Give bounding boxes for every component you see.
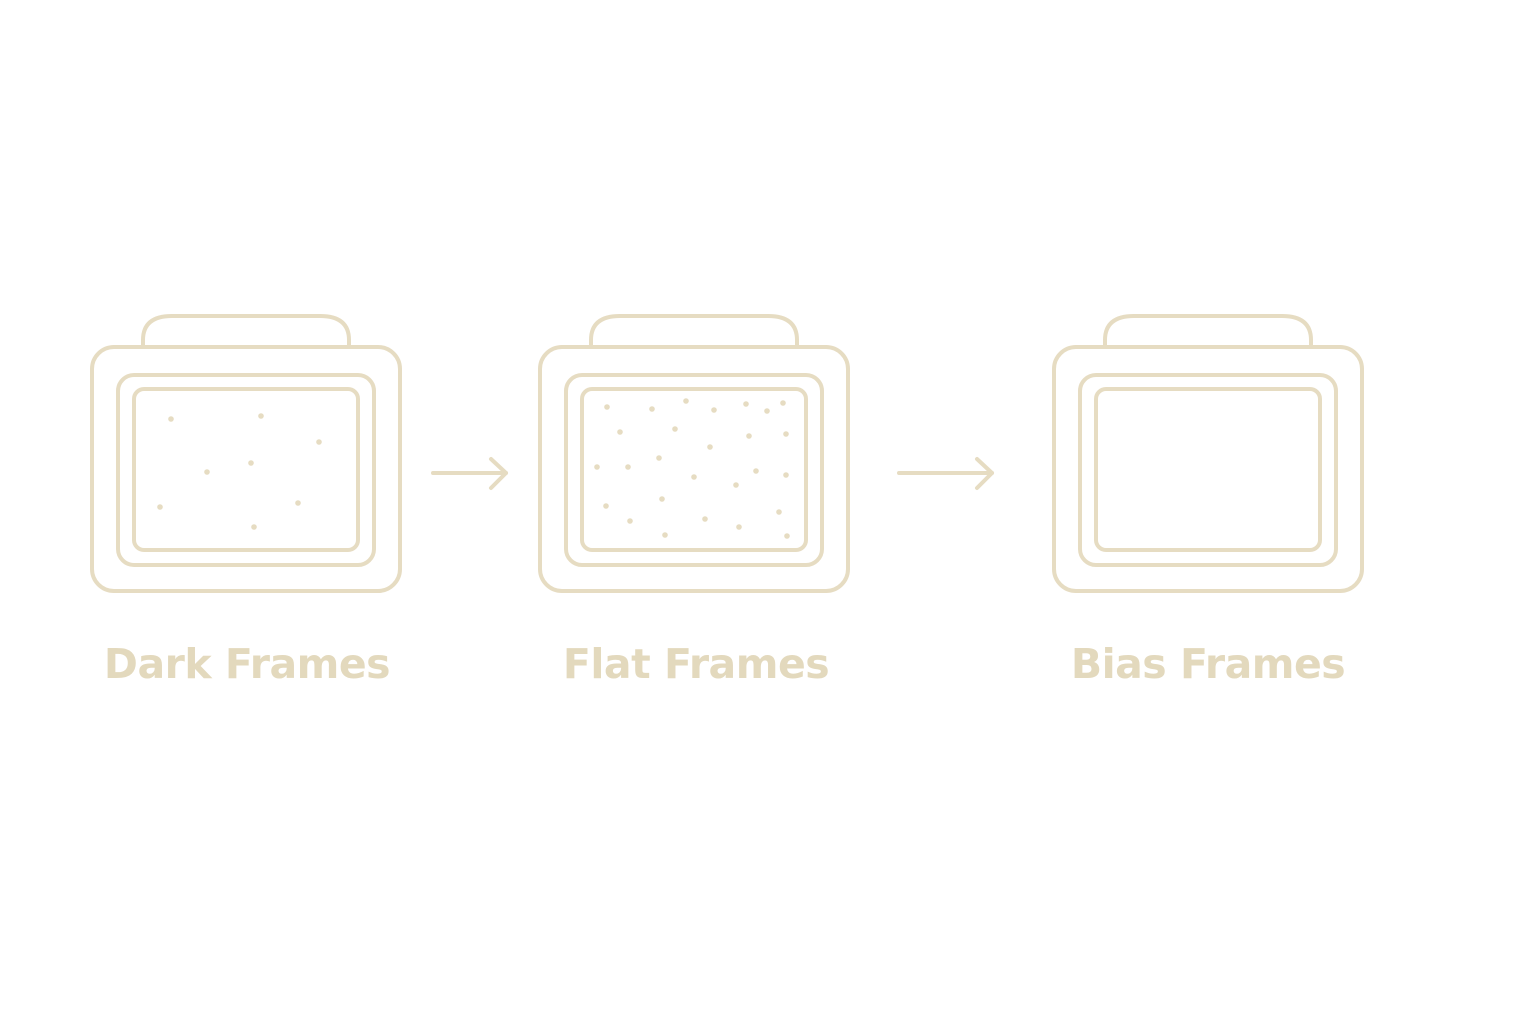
- frame-bezel: [564, 373, 824, 567]
- noise-dot: [258, 413, 264, 419]
- noise-dot: [251, 524, 257, 530]
- frame-icon-3: [1052, 314, 1364, 593]
- flat-frames-label: Flat Frames: [562, 640, 830, 688]
- noise-dot: [736, 524, 742, 530]
- noise-dot: [649, 406, 655, 412]
- noise-dot: [617, 429, 623, 435]
- noise-dot: [157, 504, 163, 510]
- noise-dot: [780, 400, 786, 406]
- noise-dot: [733, 482, 739, 488]
- noise-dot: [316, 439, 322, 445]
- noise-dot: [594, 464, 600, 470]
- frame-bezel: [116, 373, 376, 567]
- frame-body: [90, 345, 402, 593]
- right-arrow-icon: [897, 457, 994, 490]
- noise-dot: [656, 455, 662, 461]
- noise-dot: [784, 533, 790, 539]
- frame-handle: [141, 314, 351, 349]
- noise-dot: [625, 464, 631, 470]
- frame-icon-1: [90, 314, 402, 593]
- frame-body: [1052, 345, 1364, 593]
- noise-dot: [672, 426, 678, 432]
- noise-dot: [743, 401, 749, 407]
- frame-icon-2: [538, 314, 850, 593]
- noise-dot: [783, 472, 789, 478]
- bias-frames-label: Bias Frames: [1070, 640, 1346, 688]
- noise-dot: [783, 431, 789, 437]
- frame-handle: [589, 314, 799, 349]
- noise-dot: [204, 469, 210, 475]
- frame-screen: [580, 387, 808, 552]
- noise-dot: [753, 468, 759, 474]
- noise-dot: [168, 416, 174, 422]
- noise-dot: [776, 509, 782, 515]
- noise-dot: [659, 496, 665, 502]
- noise-dot: [295, 500, 301, 506]
- right-arrow-icon: [431, 457, 508, 490]
- noise-dot: [683, 398, 689, 404]
- dark-frames-label: Dark Frames: [103, 640, 391, 688]
- noise-dot: [746, 433, 752, 439]
- noise-dot: [691, 474, 697, 480]
- noise-dot: [248, 460, 254, 466]
- noise-dot: [627, 518, 633, 524]
- frame-bezel: [1078, 373, 1338, 567]
- frame-body: [538, 345, 850, 593]
- noise-dot: [764, 408, 770, 414]
- frame-screen: [132, 387, 360, 552]
- noise-dot: [662, 532, 668, 538]
- frame-handle: [1103, 314, 1313, 349]
- noise-dot: [702, 516, 708, 522]
- frame-screen: [1094, 387, 1322, 552]
- noise-dot: [707, 444, 713, 450]
- noise-dot: [604, 404, 610, 410]
- noise-dot: [603, 503, 609, 509]
- noise-dot: [711, 407, 717, 413]
